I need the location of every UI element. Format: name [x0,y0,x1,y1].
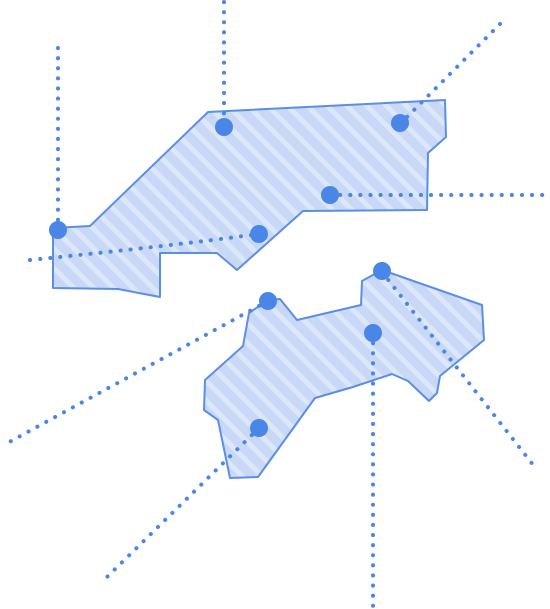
lower-polygon [203,269,485,479]
guide-line-diagonal-bottom-left [104,426,261,580]
guide-line-diagonal-lower-right [380,270,536,468]
anchor-point[interactable] [364,324,382,342]
anchor-point[interactable] [391,114,409,132]
anchor-point[interactable] [321,186,339,204]
guide-line-diagonal-lower-left [0,299,270,448]
anchor-point[interactable] [250,419,268,437]
anchor-point[interactable] [259,292,277,310]
anchor-point[interactable] [49,221,67,239]
anchor-point[interactable] [215,118,233,136]
anchor-point[interactable] [250,225,268,243]
anchor-point[interactable] [373,262,391,280]
